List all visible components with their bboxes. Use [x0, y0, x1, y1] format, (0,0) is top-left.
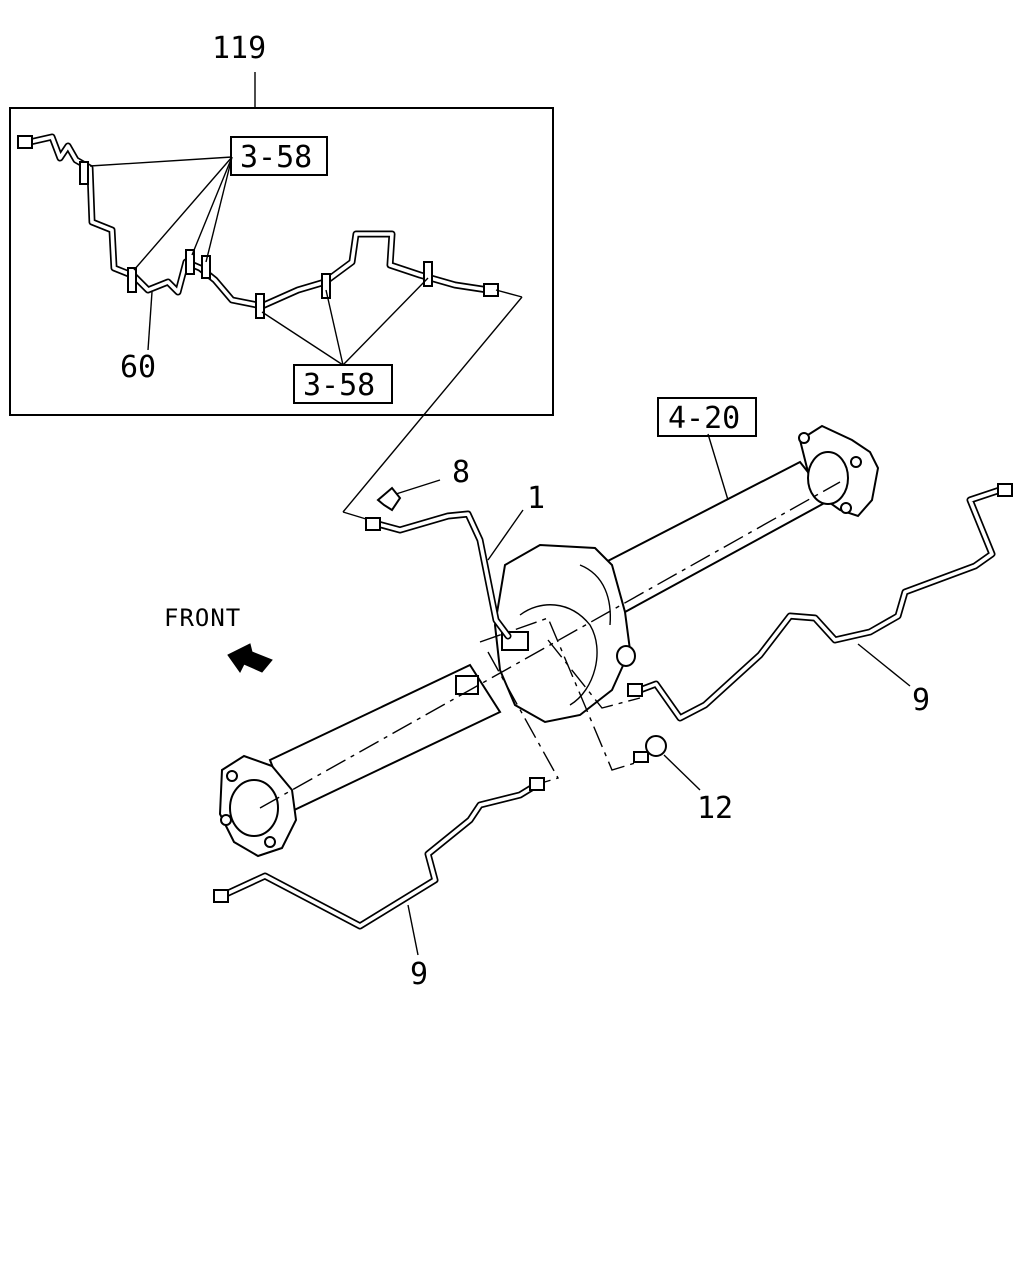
leader-60 [147, 291, 153, 351]
filler-plug [616, 645, 636, 667]
axle-hub-left [229, 779, 279, 837]
leader-1 [487, 509, 524, 561]
ref-box-4-20 [657, 397, 757, 437]
inset-frame [9, 107, 554, 416]
pipe-1-fitting [365, 517, 381, 531]
leader-3-58-top [89, 156, 233, 167]
ref-box-3-58-bottom [293, 364, 393, 404]
flange-bolt-hole [264, 836, 276, 848]
axle-hub-right [807, 451, 849, 505]
front-label: FRONT [164, 604, 241, 632]
axle-centerline [259, 481, 841, 809]
inset-clip [321, 273, 331, 299]
inset-clip [79, 161, 89, 185]
flange-bolt-hole [220, 814, 232, 826]
ref-box-3-58-top [230, 136, 328, 176]
differential-cover-line [579, 564, 612, 626]
inset-clip [255, 293, 265, 319]
axle-tube-right [598, 460, 832, 614]
rear-axle-housing [218, 424, 880, 858]
callout-119: 119 [212, 31, 266, 66]
leader-3-58-top [133, 156, 233, 271]
callout-1: 1 [527, 481, 545, 516]
inset-assembly [9, 72, 554, 416]
connector-line [342, 296, 523, 513]
leader-3-58-bottom [325, 289, 344, 366]
front-arrow-icon [227, 643, 273, 673]
leader-3-58-bottom [261, 311, 344, 366]
callout-4-20: 4-20 [668, 401, 740, 436]
bolt-12 [633, 735, 667, 763]
leader-3-58-top [191, 156, 233, 256]
callout-3-58-top: 3-58 [240, 140, 312, 175]
inset-pipe-60 [17, 133, 499, 319]
inset-clip [201, 255, 211, 279]
bolt-shank [633, 751, 649, 763]
differential-housing [493, 543, 632, 724]
inset-clip [423, 261, 433, 287]
leader-4-20 [707, 433, 729, 501]
callout-8: 8 [452, 455, 470, 490]
assembly-centerline [547, 639, 641, 709]
pipe-9-right-fitting [627, 683, 643, 697]
flange-bolt-hole [798, 432, 810, 444]
inset-clip [127, 267, 137, 293]
leader-3-58-top [205, 156, 233, 263]
leader-12 [663, 754, 701, 791]
callout-3-58-bottom: 3-58 [303, 368, 375, 403]
connector-line [495, 289, 523, 298]
flange-bolt-hole [850, 456, 862, 468]
differential-cover-line [519, 604, 598, 706]
pipe-9-right-fitting [997, 483, 1013, 497]
inset-clip [185, 249, 195, 275]
pipe-9-left-fitting [213, 889, 229, 903]
leader-3-58-bottom [342, 277, 429, 366]
leader-8 [395, 479, 441, 495]
flange-bolt-hole [840, 502, 852, 514]
callout-12: 12 [697, 791, 733, 826]
callout-60: 60 [120, 350, 156, 385]
pipe-9-left-fitting [529, 777, 545, 791]
clip-8 [376, 486, 402, 512]
brake-pipe-1 [365, 510, 512, 640]
pipe-bracket [455, 675, 479, 695]
callout-9-right: 9 [912, 683, 930, 718]
inset-fitting-right [483, 283, 499, 297]
leader-9-right [857, 643, 911, 687]
bolt-head [645, 735, 667, 757]
flange-bolt-hole [226, 770, 238, 782]
brake-pipe-9-left [213, 777, 545, 930]
callout-9-left: 9 [410, 957, 428, 992]
inset-fitting-left [17, 135, 33, 149]
leader-9-left [407, 904, 419, 956]
assembly-centerline [479, 617, 646, 771]
brake-pipe-9-right [627, 483, 1013, 722]
